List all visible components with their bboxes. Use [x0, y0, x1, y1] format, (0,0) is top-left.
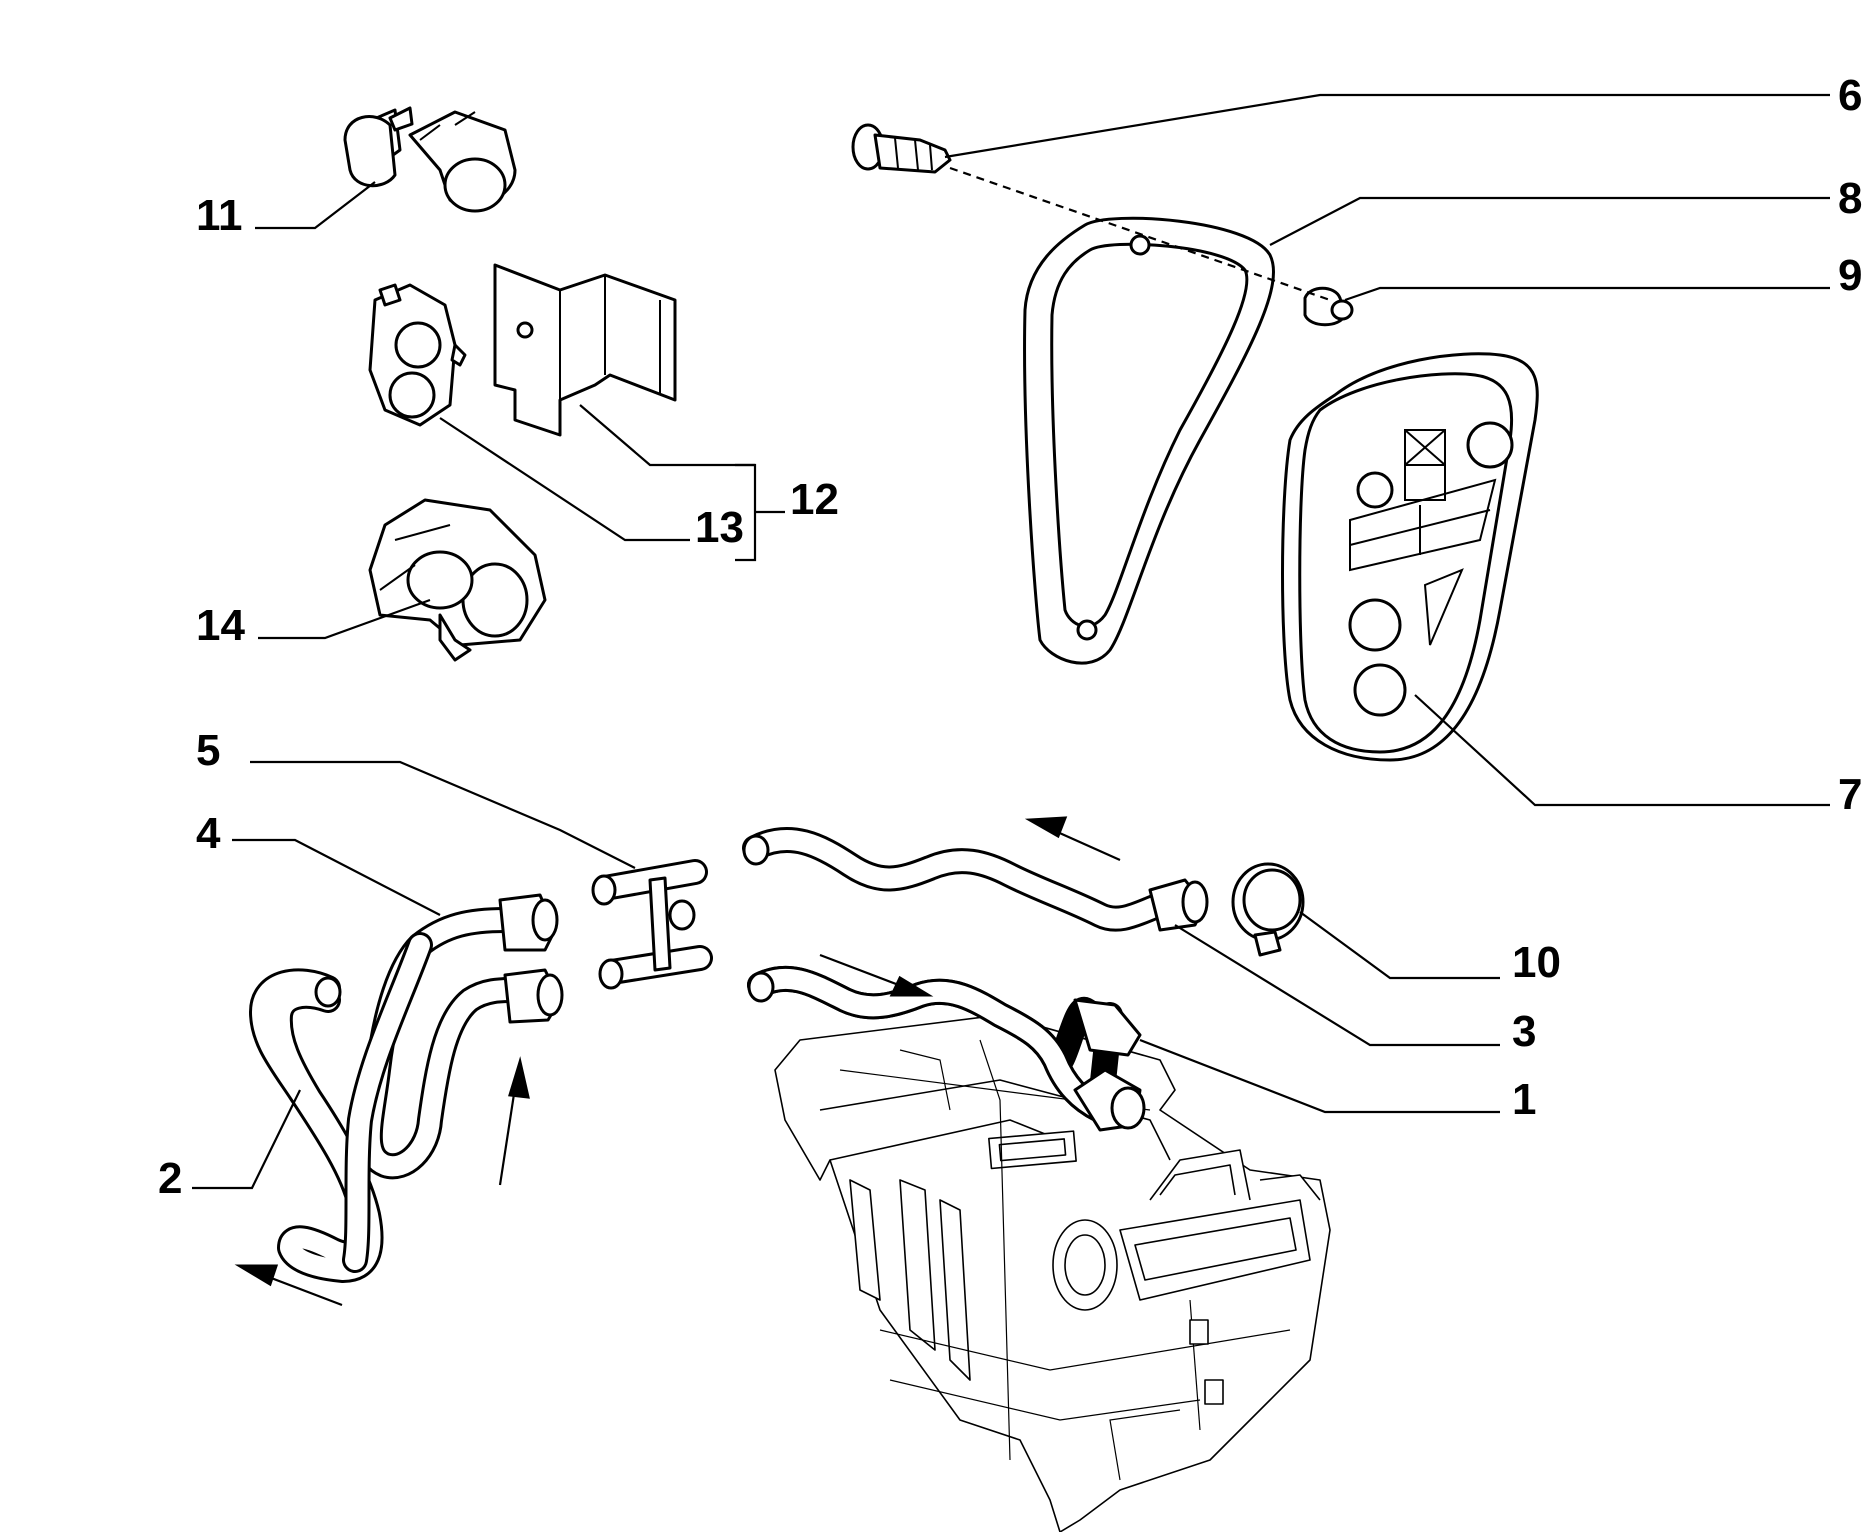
callout-8: 8: [1838, 174, 1862, 223]
callout-9: 9: [1838, 251, 1862, 300]
callout-5: 5: [196, 726, 220, 775]
arrow-down-left-icon: [234, 1264, 279, 1287]
callout-14: 14: [196, 601, 245, 650]
arrow-up-icon: [508, 1056, 530, 1099]
part-9-plug: [1303, 286, 1354, 327]
heater-unit: [774, 1014, 1331, 1532]
callout-12: 12: [790, 475, 839, 524]
callout-6: 6: [1838, 71, 1862, 120]
callout-2: 2: [158, 1154, 182, 1203]
callout-3: 3: [1512, 1007, 1536, 1056]
callout-13: 13: [695, 503, 744, 552]
part-10-hose-clamp: [1231, 862, 1305, 957]
part-13-clip: [368, 283, 467, 427]
part-14-clip: [368, 498, 547, 662]
callout-7: 7: [1838, 770, 1862, 819]
callout-11: 11: [196, 191, 243, 240]
part-11-double-clip: [343, 106, 517, 213]
part-7-filter: [1281, 352, 1539, 762]
part-5-h-connector: [591, 859, 713, 990]
part-2-hose: [249, 968, 384, 1283]
callout-4: 4: [196, 809, 221, 858]
part-4-hose: [342, 893, 564, 1273]
callout-10: 10: [1512, 938, 1561, 987]
arrow-down-right-icon: [889, 975, 934, 997]
flow-arrows: [234, 816, 1121, 1307]
arrow-up-left-icon: [1024, 816, 1068, 839]
callout-1: 1: [1512, 1075, 1536, 1124]
part-6-screw: [851, 123, 952, 174]
leader-lines: [192, 93, 1830, 1190]
part-3-hose: [742, 827, 1209, 932]
part-8-gasket: [1023, 216, 1275, 665]
part-1-hose: [747, 965, 1146, 1132]
part-12-bracket: [493, 263, 677, 437]
callout-numbers: 6 8 9 7 10 3 1 5 4 2 11 13 12 14: [158, 71, 1862, 1203]
